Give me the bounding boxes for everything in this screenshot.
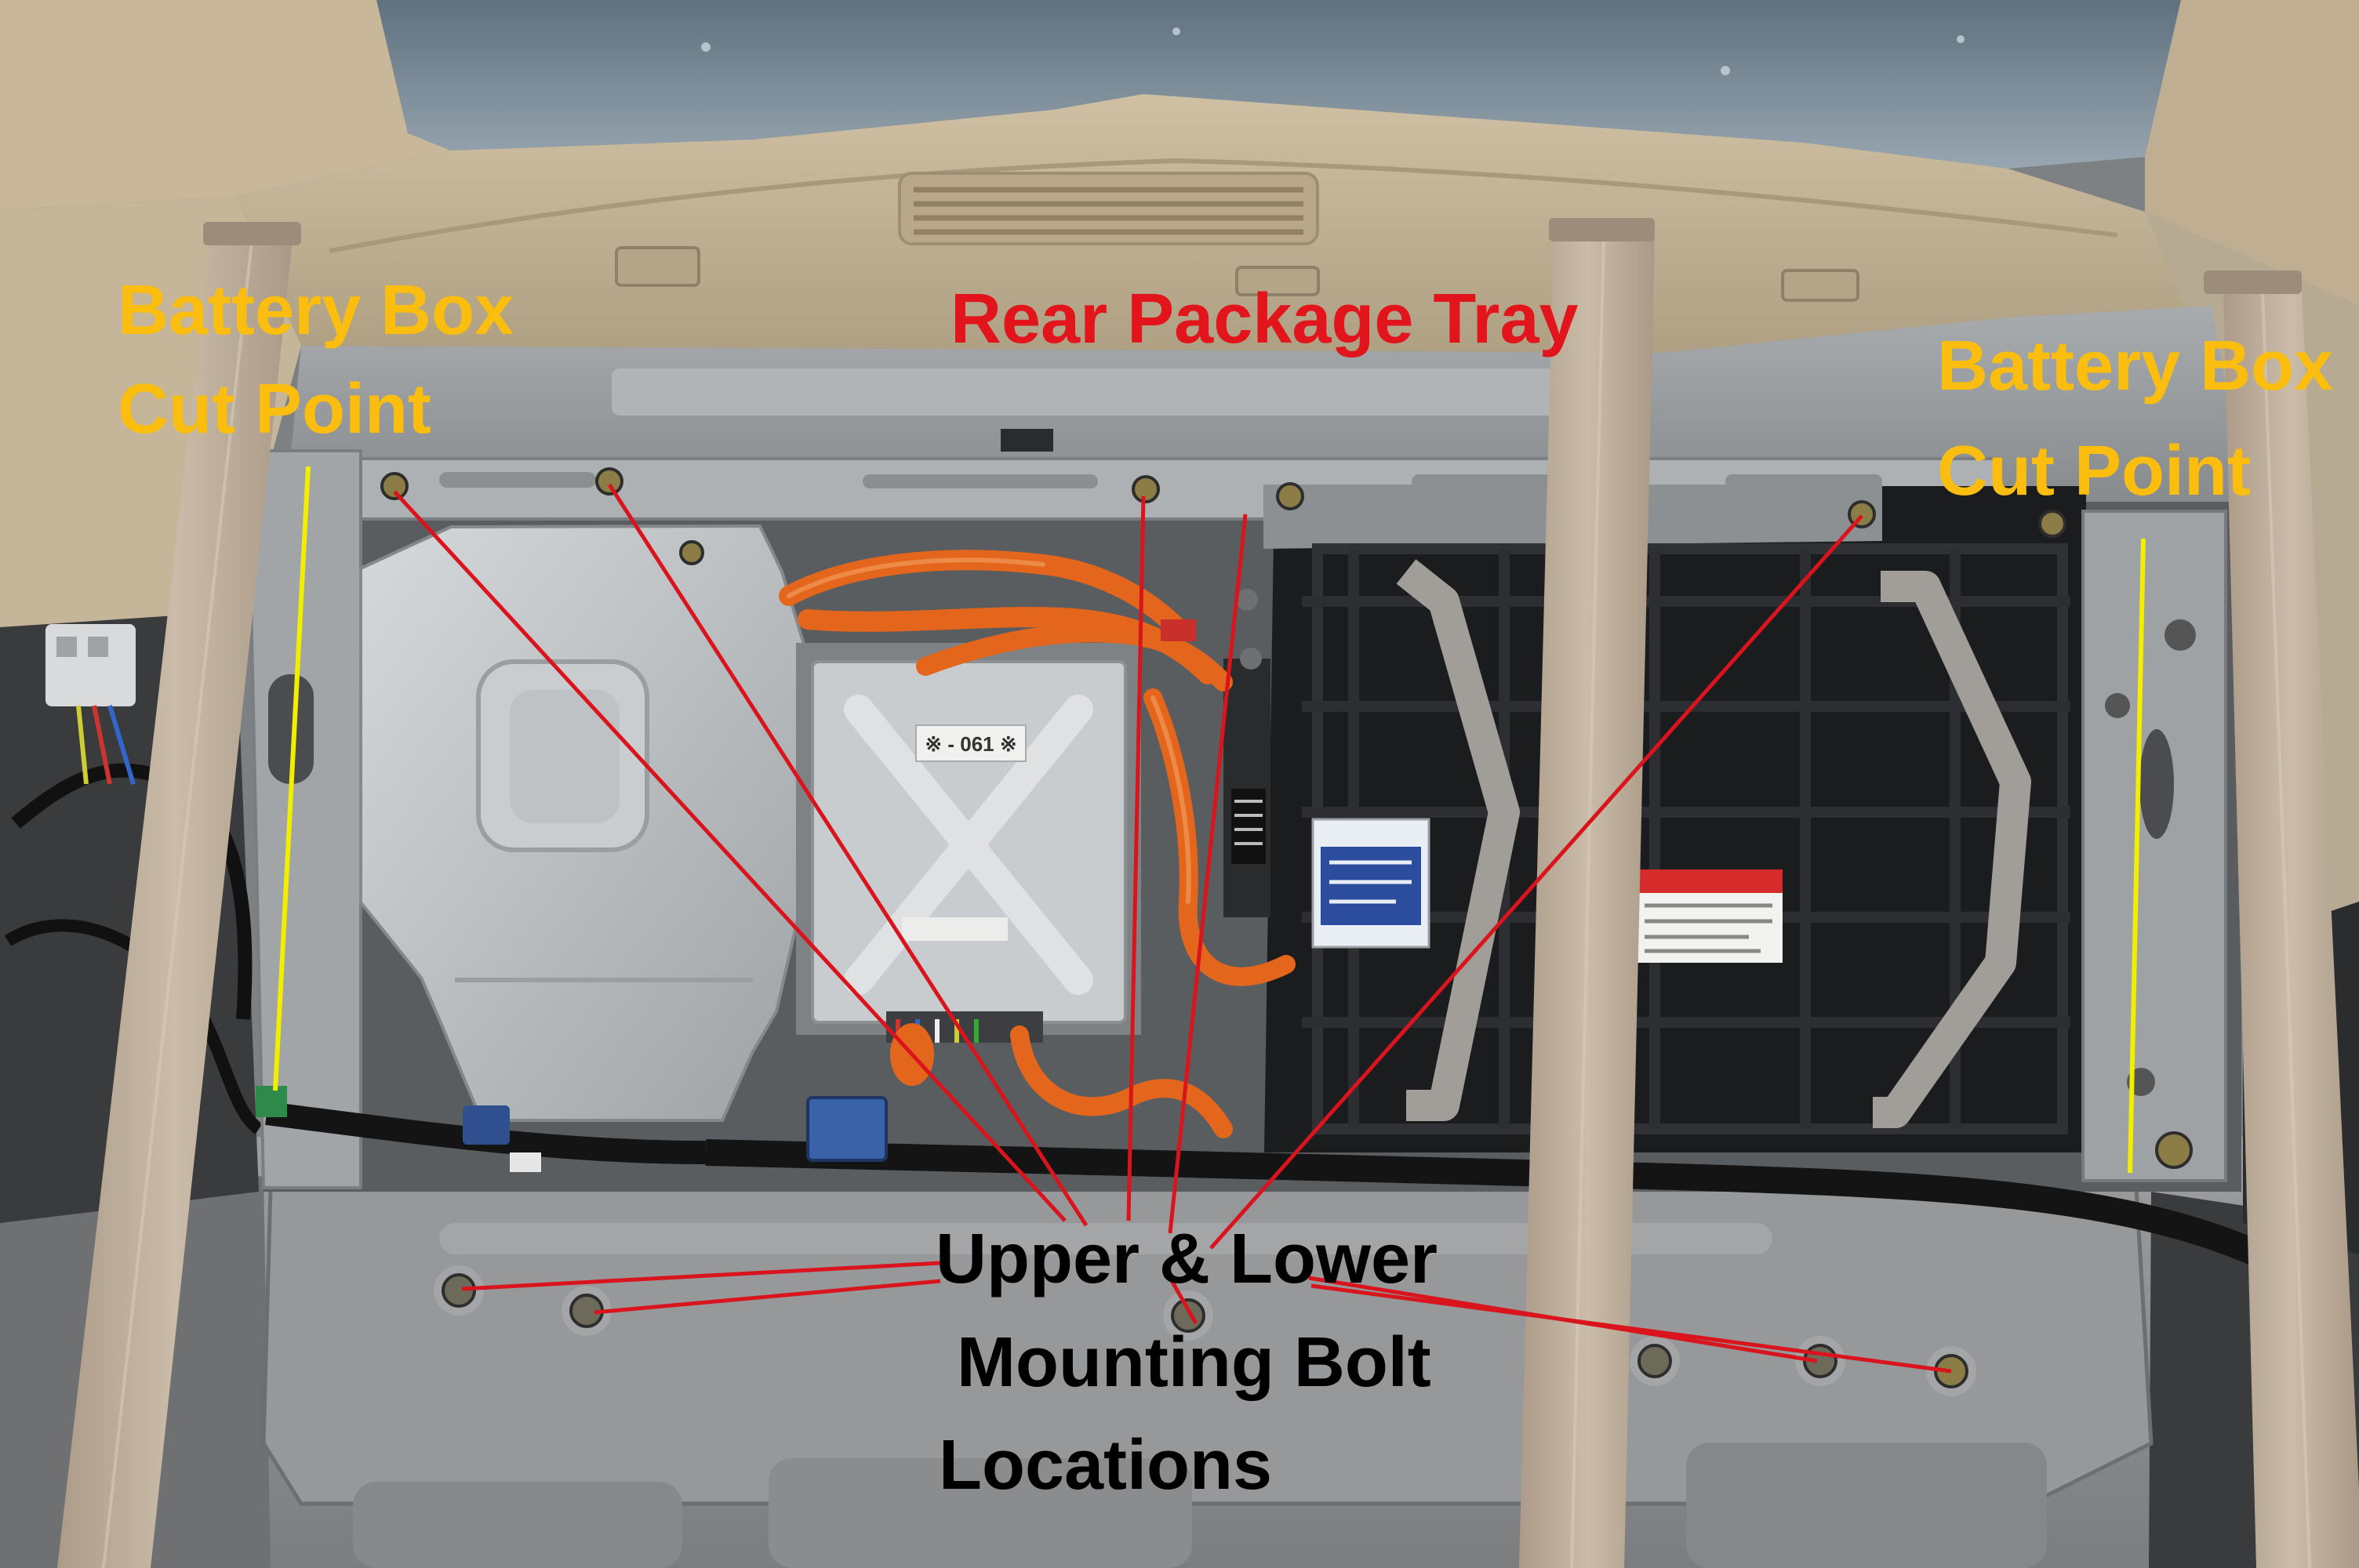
flange-slot	[1001, 429, 1053, 452]
left-seat-belt	[57, 234, 293, 1568]
water-droplet	[1172, 27, 1180, 35]
left-cut-point-label: Battery Box Cut Point	[118, 271, 514, 448]
battery-module	[1223, 485, 2086, 1152]
upper-bolt	[2038, 510, 2066, 538]
right-pillar-trim	[2145, 0, 2359, 306]
left-cut-line	[273, 466, 311, 1091]
terminal-bolt	[1240, 648, 1262, 670]
rear-package-tray-label: Rear Package Tray	[951, 280, 1579, 358]
pointer-line	[1209, 514, 1863, 1250]
pointer-line	[594, 1279, 941, 1315]
module-side-bracket	[1223, 659, 1270, 917]
cut-point-lines	[273, 466, 2146, 1174]
cover-bolt	[679, 540, 704, 565]
battery-box-right-frame	[2081, 510, 2227, 1182]
middle-belt-anchor	[1549, 218, 1655, 241]
tray-clip	[1781, 269, 1859, 302]
right-belt-anchor	[2204, 270, 2302, 294]
right-cut-point-line1: Battery Box	[1937, 327, 2333, 405]
left-belt-anchor	[203, 222, 301, 245]
wire-connector	[45, 624, 136, 706]
right-cut-point-label: Battery Box Cut Point	[1937, 327, 2333, 510]
upper-bolt	[380, 472, 409, 500]
pointer-line	[461, 1261, 941, 1291]
ecu-sticker-text: ※ - 061 ※	[925, 732, 1016, 756]
pointer-line	[1168, 1276, 1198, 1325]
module-strap-left	[1396, 559, 1520, 1121]
water-droplet	[1957, 35, 1965, 43]
mounting-bolt-line2: Mounting Bolt	[957, 1323, 1431, 1402]
water-droplet	[1721, 66, 1730, 75]
mounting-bolt-pointer-lines	[393, 483, 1952, 1374]
pointer-line	[1310, 1283, 1952, 1374]
battery-box-left-frame	[245, 449, 362, 1189]
plate-rib	[439, 1223, 1772, 1254]
upper-mounting-bolts	[380, 467, 2193, 1169]
rear-window	[376, 0, 2181, 169]
blue-connector	[806, 1096, 888, 1162]
frame-slot	[268, 674, 314, 784]
ecu-part-label	[902, 917, 1008, 941]
rear-glass	[376, 0, 2181, 169]
wire-tag	[510, 1152, 541, 1172]
module-strap-right	[1873, 571, 2031, 1128]
module-id-sticker	[1311, 818, 1430, 949]
lower-mounting-bolts	[434, 1265, 1976, 1396]
frame-bolt	[2155, 1131, 2193, 1169]
rear-package-tray	[235, 94, 2359, 368]
rear-package-tray-text: Rear Package Tray	[951, 280, 1579, 358]
ecu-sticker	[915, 724, 1027, 762]
high-voltage-warning-sticker	[1637, 869, 1783, 963]
tray-molding	[329, 158, 2118, 253]
floor-recess	[353, 1482, 682, 1568]
tray-clip	[1235, 266, 1320, 296]
cable-terminal	[1161, 619, 1196, 641]
upper-bolt	[1132, 475, 1160, 503]
mounting-bolt-line1: Upper & Lower	[936, 1220, 1438, 1298]
left-cut-point-line1: Battery Box	[118, 271, 514, 350]
seat-belts	[57, 218, 2359, 1568]
tray-speaker-vent	[898, 172, 1319, 245]
water-droplet	[701, 42, 711, 52]
right-cut-point-line2: Cut Point	[1937, 432, 2251, 510]
floor-recess	[769, 1458, 1192, 1568]
terminal-bolt	[1236, 589, 1258, 611]
left-pillar-trim	[0, 0, 451, 210]
right-cut-line	[2128, 538, 2146, 1174]
upper-bolt	[1276, 482, 1304, 510]
green-connector	[256, 1086, 287, 1117]
upper-bolt	[595, 467, 623, 495]
right-seat-belt	[2223, 290, 2359, 1568]
pointer-line	[393, 490, 1067, 1222]
mounting-bolt-line3: Locations	[939, 1426, 1272, 1504]
left-cut-point-line2: Cut Point	[118, 370, 431, 448]
floor-recess	[1686, 1443, 2047, 1568]
pointer-line	[1126, 495, 1146, 1221]
pointer-line	[1168, 514, 1248, 1234]
mounting-bolt-label: Upper & Lower Mounting Bolt Locations	[936, 1220, 1438, 1504]
pointer-line	[607, 483, 1089, 1227]
tray-clip	[615, 246, 700, 287]
flange-rib	[612, 368, 1561, 416]
orange-hv-cables	[779, 550, 1296, 1138]
inverter-cover	[359, 524, 807, 1122]
blue-connector	[463, 1105, 510, 1145]
